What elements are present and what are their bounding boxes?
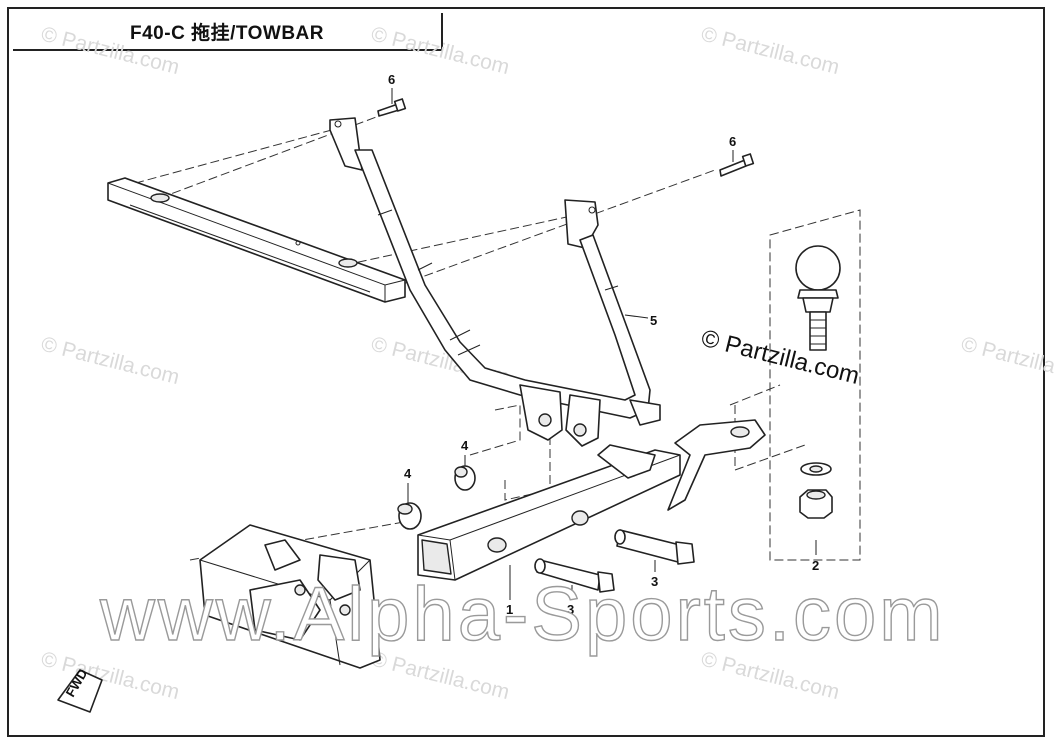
watermark-text: © Partzilla.com: [369, 23, 512, 80]
callout-1: 1: [506, 602, 513, 617]
callout-labels: 6 6 5 4 4 3 3 1 2: [388, 72, 819, 617]
watermark-text: © Partzilla.com: [39, 23, 182, 80]
bolt-6-upper-right: [719, 153, 755, 177]
callout-4-upper: 4: [461, 438, 469, 453]
watermark-text: © Partzilla.com: [699, 23, 842, 80]
callout-3-left: 3: [567, 602, 574, 617]
watermark-text: © Partzilla.com: [959, 333, 1054, 390]
leader-lines: [391, 88, 817, 600]
collar-4-lower: [397, 502, 422, 530]
towbar-bracket-5: [329, 117, 661, 447]
frame-crossmember: [107, 177, 406, 303]
hitch-ball-2: [795, 245, 841, 519]
alpha-sports-watermark: www.Alpha-Sports.com: [99, 572, 946, 657]
bolt-3-left: [534, 558, 615, 593]
callout-6-right: 6: [729, 134, 736, 149]
hitch-receiver-1: [417, 419, 766, 581]
callout-4-lower: 4: [404, 466, 412, 481]
callout-2: 2: [812, 558, 819, 573]
callout-6-left: 6: [388, 72, 395, 87]
bolt-6-upper-left: [377, 98, 407, 117]
callout-3-right: 3: [651, 574, 658, 589]
title-box: F40-C 拖挂/TOWBAR: [13, 13, 443, 51]
diagram-title: F40-C 拖挂/TOWBAR: [130, 22, 324, 44]
watermark-text: © Partzilla.com: [39, 333, 182, 390]
vehicle-rear-frame: [199, 524, 381, 669]
diagram-frame: [7, 7, 1045, 737]
partzilla-copyright: © Partzilla.com: [699, 325, 862, 390]
bolt-3-right: [614, 529, 695, 565]
callout-5: 5: [650, 313, 657, 328]
collar-4-upper: [454, 465, 476, 491]
